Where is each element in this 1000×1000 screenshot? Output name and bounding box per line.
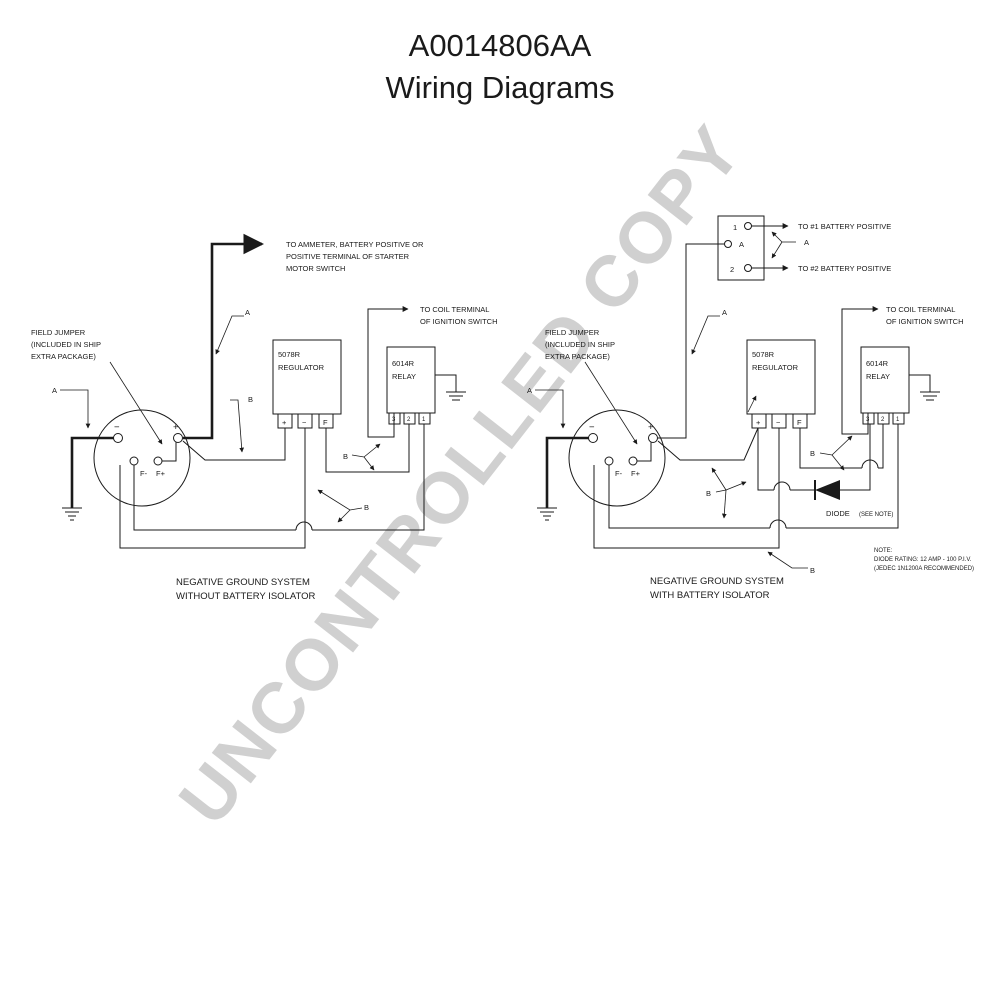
left-regulator-label-2: REGULATOR — [278, 363, 325, 372]
right-regulator-label-2: REGULATOR — [752, 363, 799, 372]
left-caption-1: NEGATIVE GROUND SYSTEM — [176, 577, 310, 588]
diode-label: DIODE — [826, 509, 850, 518]
right-alt-fplus-label: F+ — [631, 469, 641, 478]
right-field-jumper-label-3: EXTRA PACKAGE) — [545, 352, 610, 361]
right-relay-t2: 2 — [881, 417, 885, 423]
right-coil-wire — [841, 306, 879, 435]
note-jedec: (JEDEC 1N1200A RECOMMENDED) — [874, 566, 974, 572]
left-field-jumper-label-3: EXTRA PACKAGE) — [31, 352, 96, 361]
battery-isolator: 1 2 A — [717, 215, 765, 281]
right-relay: 6014R RELAY 3 2 1 — [860, 346, 910, 425]
right-callout-a-output: A — [722, 308, 727, 317]
left-ground-symbol — [62, 436, 114, 521]
right-alt-plus-label: + — [648, 422, 654, 433]
note-heading: NOTE: — [874, 548, 893, 554]
left-regulator-label-1: 5078R — [278, 350, 301, 359]
left-ammeter-label-2: POSITIVE TERMINAL OF STARTER — [286, 252, 410, 261]
watermark: UNCONTROLLED COPY — [164, 111, 758, 840]
right-relay-label-1: 6014R — [866, 359, 889, 368]
page-subtitle: Wiring Diagrams — [385, 70, 614, 105]
left-relay-t2: 2 — [407, 417, 411, 423]
right-reg-plus: + — [756, 418, 761, 427]
left-coil-wire — [367, 306, 409, 438]
left-output-wire — [183, 233, 265, 440]
right-field-jumper-label-2: (INCLUDED IN SHIP — [545, 340, 615, 349]
left-reg-f: F — [323, 418, 328, 427]
left-caption-2: WITHOUT BATTERY ISOLATOR — [176, 591, 315, 602]
left-regulator: 5078R REGULATOR + − F — [272, 339, 342, 429]
iso-t2: 2 — [730, 265, 734, 274]
right-regulator-label-1: 5078R — [752, 350, 775, 359]
left-callout-a-ground: A — [52, 386, 57, 395]
right-reg-f: F — [797, 418, 802, 427]
left-ammeter-label-1: TO AMMETER, BATTERY POSITIVE OR — [286, 240, 424, 249]
diode-symbol — [814, 424, 871, 500]
battery2-label: TO #2 BATTERY POSITIVE — [798, 264, 891, 273]
left-callout-b-reg: B — [248, 395, 253, 404]
left-field-jumper-label-1: FIELD JUMPER — [31, 328, 86, 337]
left-relay-t1: 1 — [422, 417, 426, 423]
right-relay-ground — [909, 374, 940, 401]
right-callout-a-iso: A — [804, 238, 809, 247]
right-coil-label-1: TO COIL TERMINAL — [886, 305, 955, 314]
left-ammeter-label-3: MOTOR SWITCH — [286, 264, 345, 273]
right-wiring-diagram: 1 2 A TO #1 BATTERY POSITIVE TO #2 BATTE… — [527, 215, 974, 601]
left-alt-fplus-label: F+ — [156, 469, 166, 478]
right-reg-minus: − — [776, 418, 781, 427]
left-relay-ground — [435, 374, 466, 401]
left-field-jumper-label-2: (INCLUDED IN SHIP — [31, 340, 101, 349]
left-alternator: − + F- F+ — [93, 409, 191, 507]
right-callout-b-relay: B — [810, 449, 815, 458]
left-callout-a-output: A — [245, 308, 250, 317]
right-caption-1: NEGATIVE GROUND SYSTEM — [650, 576, 784, 587]
left-alt-fminus-label: F- — [140, 469, 148, 478]
left-relay-label-2: RELAY — [392, 372, 416, 381]
left-relay: 6014R RELAY 3 2 1 — [386, 346, 436, 425]
right-callout-a-ground: A — [527, 386, 532, 395]
left-coil-label-2: OF IGNITION SWITCH — [420, 317, 498, 326]
right-field-jumper-label-1: FIELD JUMPER — [545, 328, 600, 337]
left-callout-b-ground: B — [364, 503, 369, 512]
right-caption-2: WITH BATTERY ISOLATOR — [650, 590, 770, 601]
left-coil-label-1: TO COIL TERMINAL — [420, 305, 489, 314]
right-alt-fminus-label: F- — [615, 469, 623, 478]
left-callout-b-relay: B — [343, 452, 348, 461]
iso-t1: 1 — [733, 223, 737, 232]
right-callout-b-ground: B — [810, 566, 815, 575]
right-alt-minus-label: − — [589, 422, 595, 433]
right-ground-symbol — [537, 436, 589, 521]
left-alt-plus-label: + — [173, 422, 179, 433]
part-number-title: A0014806AA — [409, 28, 592, 63]
right-relay-t1: 1 — [896, 417, 900, 423]
battery1-label: TO #1 BATTERY POSITIVE — [798, 222, 891, 231]
right-regulator: 5078R REGULATOR + − F — [746, 339, 816, 429]
note-diode-rating: DIODE RATING: 12 AMP - 100 P.I.V. — [874, 557, 972, 563]
left-relay-label-1: 6014R — [392, 359, 415, 368]
right-relay-label-2: RELAY — [866, 372, 890, 381]
right-output-wire — [658, 243, 724, 439]
iso-ta: A — [739, 240, 744, 249]
right-coil-label-2: OF IGNITION SWITCH — [886, 317, 964, 326]
left-reg-plus: + — [282, 418, 287, 427]
right-callout-b-reg: B — [706, 489, 711, 498]
left-alt-minus-label: − — [114, 422, 120, 433]
left-reg-minus: − — [302, 418, 307, 427]
diode-see-note: (SEE NOTE) — [859, 512, 893, 518]
left-wiring-diagram: − + F- F+ TO AMMETER, BATTERY POSITIVE O… — [31, 233, 498, 602]
right-alternator: − + F- F+ — [568, 409, 666, 507]
